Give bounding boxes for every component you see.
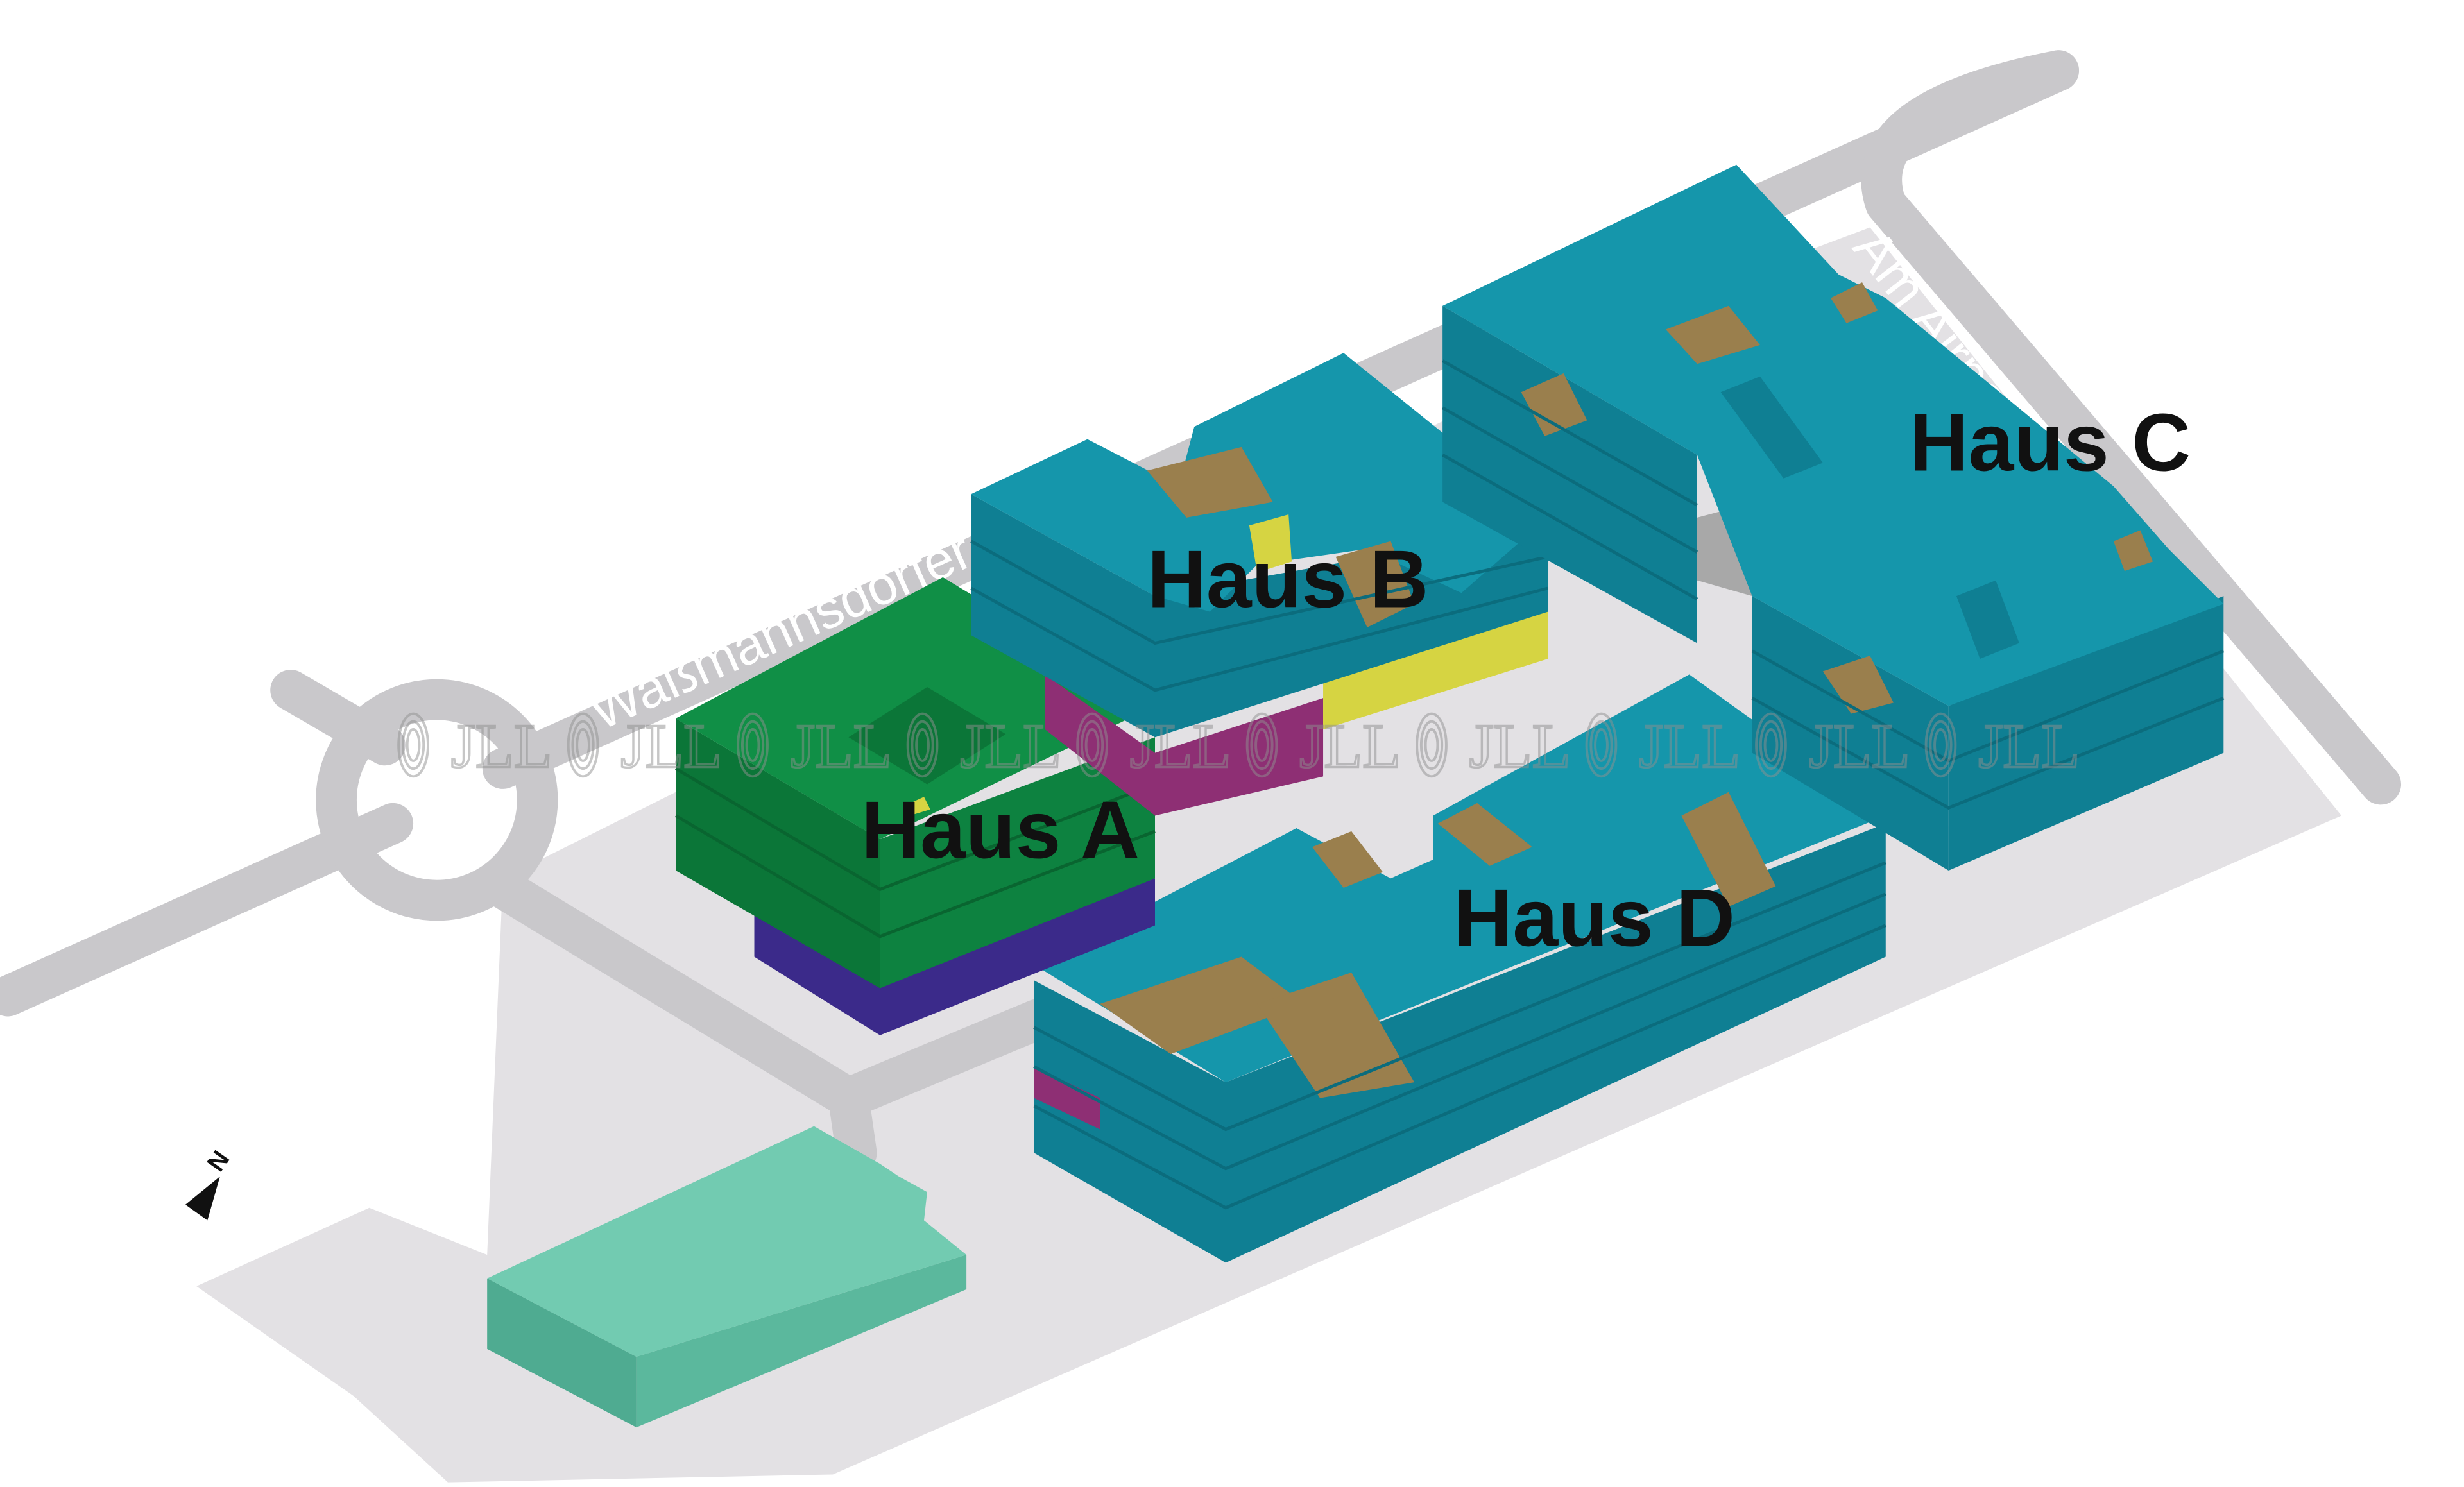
north-arrow-icon: N xyxy=(185,1146,235,1221)
building-haus-b[interactable] xyxy=(970,353,1548,816)
jll-watermark: JLL JLL JLL JLL JLL JLL JLL JLL JLL JLL xyxy=(397,711,2081,782)
building-haus-d[interactable] xyxy=(1033,674,1887,1263)
compass-label: N xyxy=(202,1146,235,1177)
svg-text:JLL: JLL xyxy=(1639,712,1740,781)
label-haus-d: Haus D xyxy=(1453,872,1735,964)
building-haus-c[interactable] xyxy=(1441,164,2225,871)
watermark-unit: JLL xyxy=(1924,711,2081,782)
watermark-unit: JLL xyxy=(1416,711,1571,782)
svg-text:JLL: JLL xyxy=(1130,712,1231,781)
watermark-unit: JLL xyxy=(397,711,553,782)
svg-text:JLL: JLL xyxy=(620,712,722,781)
svg-text:JLL: JLL xyxy=(1978,712,2080,781)
svg-text:JLL: JLL xyxy=(791,712,892,781)
svg-text:JLL: JLL xyxy=(1809,712,1910,781)
parking-building xyxy=(487,1126,967,1428)
svg-text:JLL: JLL xyxy=(1469,712,1571,781)
watermark-unit: JLL xyxy=(906,711,1063,782)
watermark-unit: JLL xyxy=(1076,711,1232,782)
svg-text:JLL: JLL xyxy=(960,712,1061,781)
watermark-unit: JLL xyxy=(567,711,723,782)
svg-text:JLL: JLL xyxy=(451,712,552,781)
watermark-unit: JLL xyxy=(1245,711,1402,782)
road-am-airport xyxy=(1861,50,2402,805)
watermark-unit: JLL xyxy=(1585,711,1741,782)
watermark-unit: JLL xyxy=(1755,711,1911,782)
watermark-unit: JLL xyxy=(737,711,893,782)
svg-text:JLL: JLL xyxy=(1299,712,1401,781)
road-access-south xyxy=(479,865,1058,1173)
label-haus-b: Haus B xyxy=(1147,533,1429,624)
label-haus-a: Haus A xyxy=(861,785,1140,876)
roundabout xyxy=(316,679,558,921)
label-haus-c: Haus C xyxy=(1910,397,2191,488)
roads xyxy=(0,50,2402,1173)
